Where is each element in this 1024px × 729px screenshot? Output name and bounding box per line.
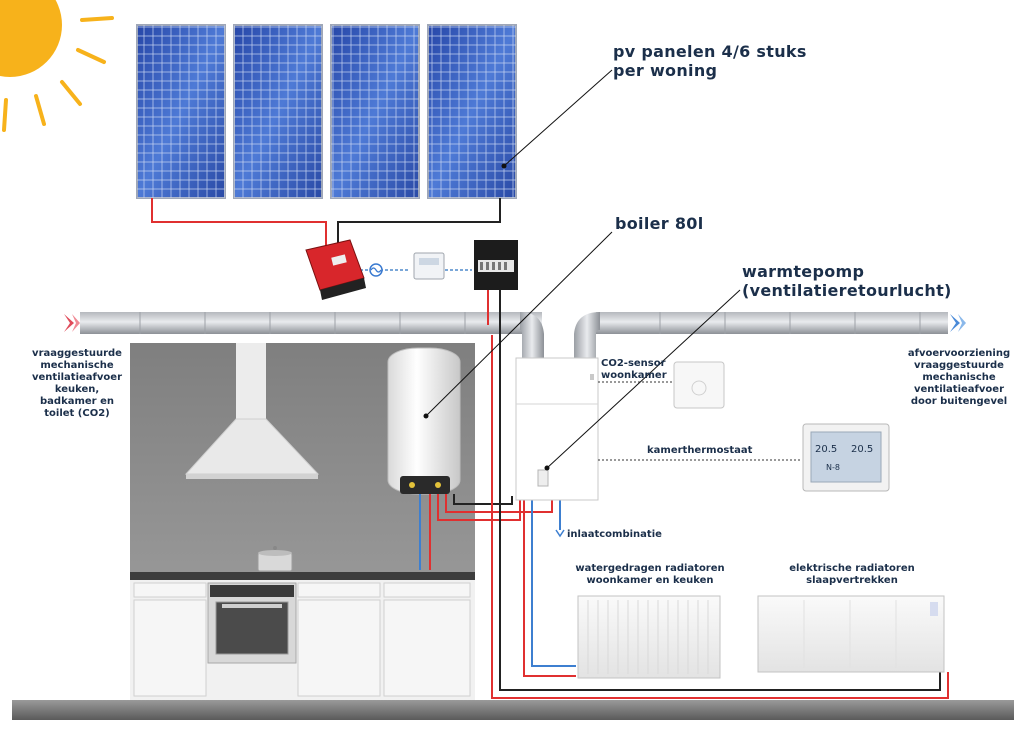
pv-panels bbox=[136, 24, 517, 199]
pv-panel bbox=[427, 24, 517, 199]
water-radiators-line: watergedragen radiatoren bbox=[575, 563, 725, 574]
pv-panels-title: pv panelen 4/6 stuks bbox=[613, 42, 807, 61]
inlet-label: inlaatcombinatie bbox=[567, 529, 662, 540]
boiler-icon bbox=[387, 347, 461, 495]
heat-pump-subtitle: (ventilatieretourlucht) bbox=[742, 281, 952, 301]
pv-panels-label: pv panelen 4/6 stuks per woning bbox=[613, 42, 807, 80]
piping bbox=[419, 290, 949, 699]
pv-panel bbox=[136, 24, 226, 199]
thermostat-mode: N-8 bbox=[826, 463, 840, 472]
ac-symbol-icon bbox=[369, 263, 383, 277]
pointer-dots bbox=[423, 163, 550, 471]
co2-sensor-line: woonkamer bbox=[601, 370, 667, 381]
pv-panels-subtitle: per woning bbox=[613, 61, 718, 81]
supply-ventilation-line: ventilatieafvoer bbox=[32, 372, 122, 383]
electric-radiator-icon bbox=[757, 595, 945, 673]
oven-icon bbox=[207, 582, 297, 664]
supply-arrow-icon bbox=[64, 314, 80, 332]
exhaust-ventilation-line: afvoervoorziening bbox=[907, 348, 1011, 359]
exhaust-ventilation-line: vraaggestuurde bbox=[914, 360, 1004, 371]
pv-panel bbox=[233, 24, 323, 199]
co2-sensor-icon bbox=[673, 361, 725, 409]
heat-pump-label: warmtepomp (ventilatieretourlucht) bbox=[742, 262, 952, 300]
heat-pump-title: warmtepomp bbox=[742, 262, 865, 281]
co2-sensor-label: CO2-sensor woonkamer bbox=[601, 358, 667, 382]
electric-radiators-line: slaapvertrekken bbox=[806, 575, 898, 586]
inlet-valve-icon bbox=[555, 529, 565, 538]
exhaust-ventilation-line: door buitengevel bbox=[910, 396, 1008, 407]
exhaust-ventilation-line: mechanische bbox=[922, 372, 996, 383]
floor bbox=[12, 700, 1014, 720]
fuse-box-icon bbox=[474, 240, 518, 290]
thermostat-temp-actual: 20.5 bbox=[815, 444, 837, 455]
pv-panel bbox=[330, 24, 420, 199]
electric-radiators-line: elektrische radiatoren bbox=[789, 563, 915, 574]
supply-ventilation-line: keuken, bbox=[54, 384, 100, 395]
water-radiators-line: woonkamer en keuken bbox=[586, 575, 714, 586]
water-radiator-icon bbox=[577, 595, 721, 679]
inverter-icon bbox=[305, 239, 366, 300]
thermostat-label: kamerthermostaat bbox=[647, 445, 753, 456]
thermostat-temp-set: 20.5 bbox=[851, 444, 873, 455]
pv-wiring bbox=[151, 198, 501, 271]
exhaust-ventilation-label: afvoervoorziening vraaggestuurde mechani… bbox=[898, 348, 1020, 408]
supply-ventilation-label: vraaggestuurde mechanische ventilatieafv… bbox=[22, 348, 132, 420]
thermostat-icon: 20.5 20.5 N-8 bbox=[802, 423, 890, 492]
exhaust-ventilation-line: ventilatieafvoer bbox=[914, 384, 1004, 395]
range-hood-icon bbox=[184, 343, 320, 479]
dotted-callouts bbox=[598, 381, 802, 461]
sun-icon bbox=[0, 0, 114, 132]
supply-ventilation-line: mechanische bbox=[40, 360, 114, 371]
supply-ventilation-line: toilet (CO2) bbox=[44, 408, 110, 419]
ventilation-ducts bbox=[80, 312, 948, 360]
heat-pump-icon bbox=[515, 357, 599, 501]
co2-sensor-line: CO2-sensor bbox=[601, 358, 666, 369]
pointer-lines bbox=[425, 69, 741, 469]
cooking-pot-icon bbox=[257, 546, 293, 572]
exhaust-arrow-icon bbox=[950, 314, 966, 332]
boiler-label: boiler 80l bbox=[615, 214, 704, 233]
supply-ventilation-line: badkamer en bbox=[40, 396, 114, 407]
electric-radiators-label: elektrische radiatoren slaapvertrekken bbox=[762, 563, 942, 587]
energy-meter-icon bbox=[413, 252, 445, 280]
supply-ventilation-line: vraaggestuurde bbox=[32, 348, 122, 359]
water-radiators-label: watergedragen radiatoren woonkamer en ke… bbox=[560, 563, 740, 587]
